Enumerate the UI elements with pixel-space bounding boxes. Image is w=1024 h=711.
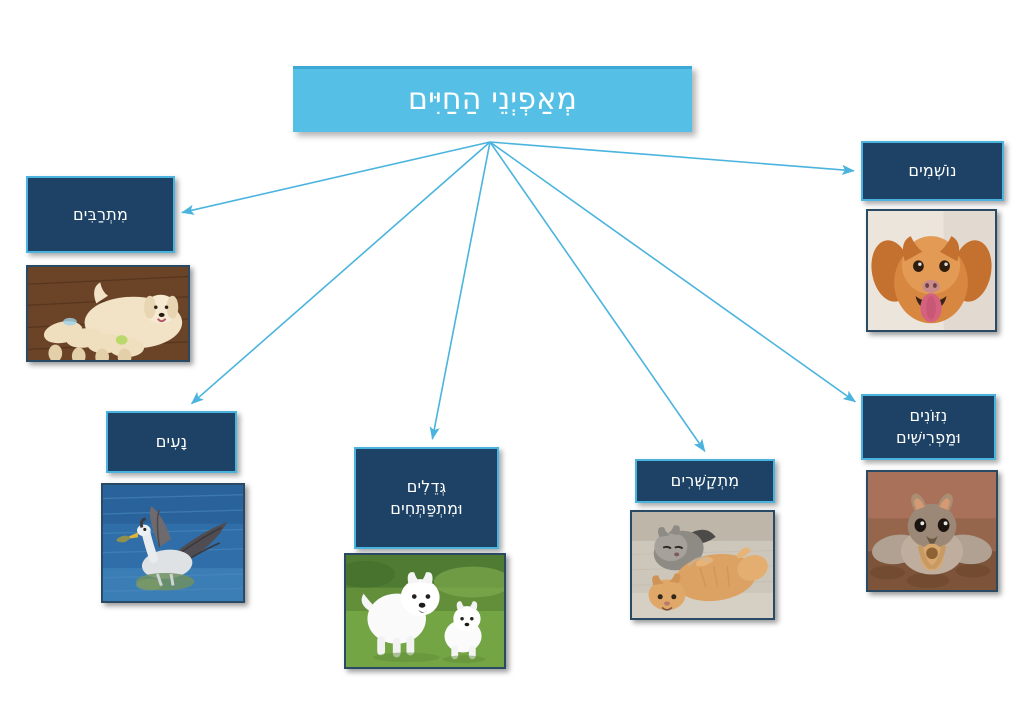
communicate-label: מִתְקַשְּׁרִים [670, 471, 740, 491]
arrow-to-nutrition-excretion [489, 141, 857, 403]
grow-develop-label: גְּדֵלִים וּמִתְפַּתְּחִים [390, 477, 463, 518]
arrow-to-breathe [489, 141, 855, 175]
node-grow-develop[interactable]: גְּדֵלִים וּמִתְפַּתְּחִים [354, 447, 499, 549]
node-title: מְאַפְיְנֵי הַחַיִּים [293, 66, 692, 132]
title-box: מְאַפְיְנֵי הַחַיִּים [293, 66, 692, 132]
communicate-box[interactable]: מִתְקַשְּׁרִים [635, 459, 775, 503]
arrow-to-grow-develop [429, 141, 491, 440]
breathe-label: נוֹשְׁמִים [908, 161, 957, 181]
photo-panting-dog [866, 209, 997, 332]
grow-develop-box[interactable]: גְּדֵלִים וּמִתְפַּתְּחִים [354, 447, 499, 549]
node-nutrition-excretion[interactable]: נִזּוֹנִים וּמַפְרִישִׁים [861, 394, 996, 460]
photo-kittens-playing [630, 510, 775, 620]
reproduce-box[interactable]: מִתְרַבִּים [26, 176, 175, 253]
node-communicate[interactable]: מִתְקַשְּׁרִים [635, 459, 775, 503]
photo-heron-in-water [101, 483, 245, 603]
arrow-to-communicate [489, 141, 706, 453]
photo-squirrel-eating [866, 470, 998, 592]
move-label: נָעִים [155, 432, 188, 452]
reproduce-label: מִתְרַבִּים [72, 204, 129, 224]
arrow-to-reproduce [181, 141, 491, 215]
title-label: מְאַפְיְנֵי הַחַיִּים [407, 82, 578, 118]
arrow-to-move [190, 141, 491, 405]
breathe-box[interactable]: נוֹשְׁמִים [861, 141, 1004, 201]
move-box[interactable]: נָעִים [106, 411, 237, 473]
node-move[interactable]: נָעִים [106, 411, 237, 473]
node-reproduce[interactable]: מִתְרַבִּים [26, 176, 175, 253]
photo-samoyed-adult-and-puppy [344, 553, 506, 669]
node-breathe[interactable]: נוֹשְׁמִים [861, 141, 1004, 201]
photo-dog-nursing-puppies [26, 265, 190, 362]
nutrition-excretion-label: נִזּוֹנִים וּמַפְרִישִׁים [896, 406, 961, 447]
nutrition-excretion-box[interactable]: נִזּוֹנִים וּמַפְרִישִׁים [861, 394, 996, 460]
